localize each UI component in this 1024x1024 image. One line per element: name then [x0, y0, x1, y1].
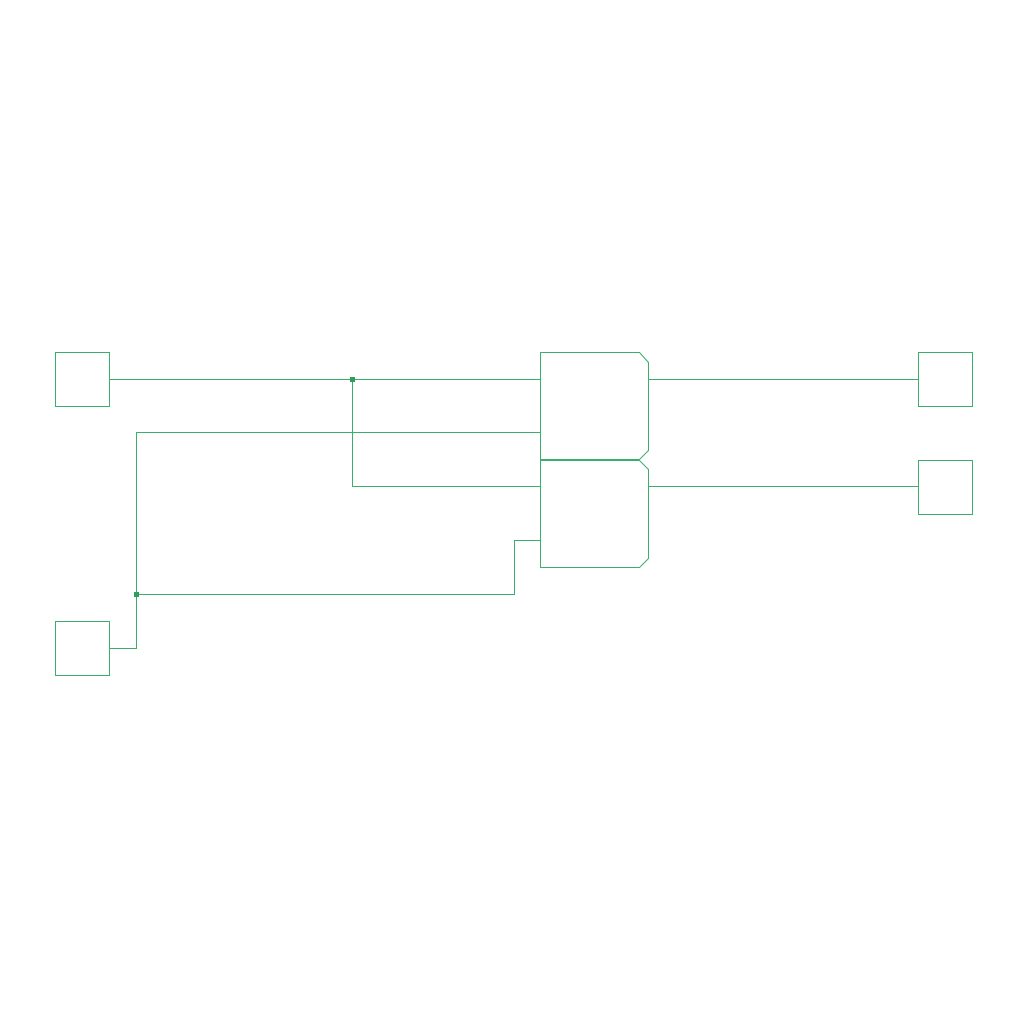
input-port-b	[55, 621, 110, 676]
junction-dot	[134, 592, 139, 597]
output-port-1	[918, 352, 973, 407]
wire-input-a-to-lower	[352, 379, 541, 487]
logic-block-lower	[540, 460, 649, 568]
logic-block-upper	[540, 352, 649, 460]
wire-input-b-trunk	[109, 432, 541, 649]
junction-dot	[350, 377, 355, 382]
output-port-2	[918, 460, 973, 515]
input-port-a	[55, 352, 110, 407]
wire-input-b-to-lower	[136, 540, 541, 595]
